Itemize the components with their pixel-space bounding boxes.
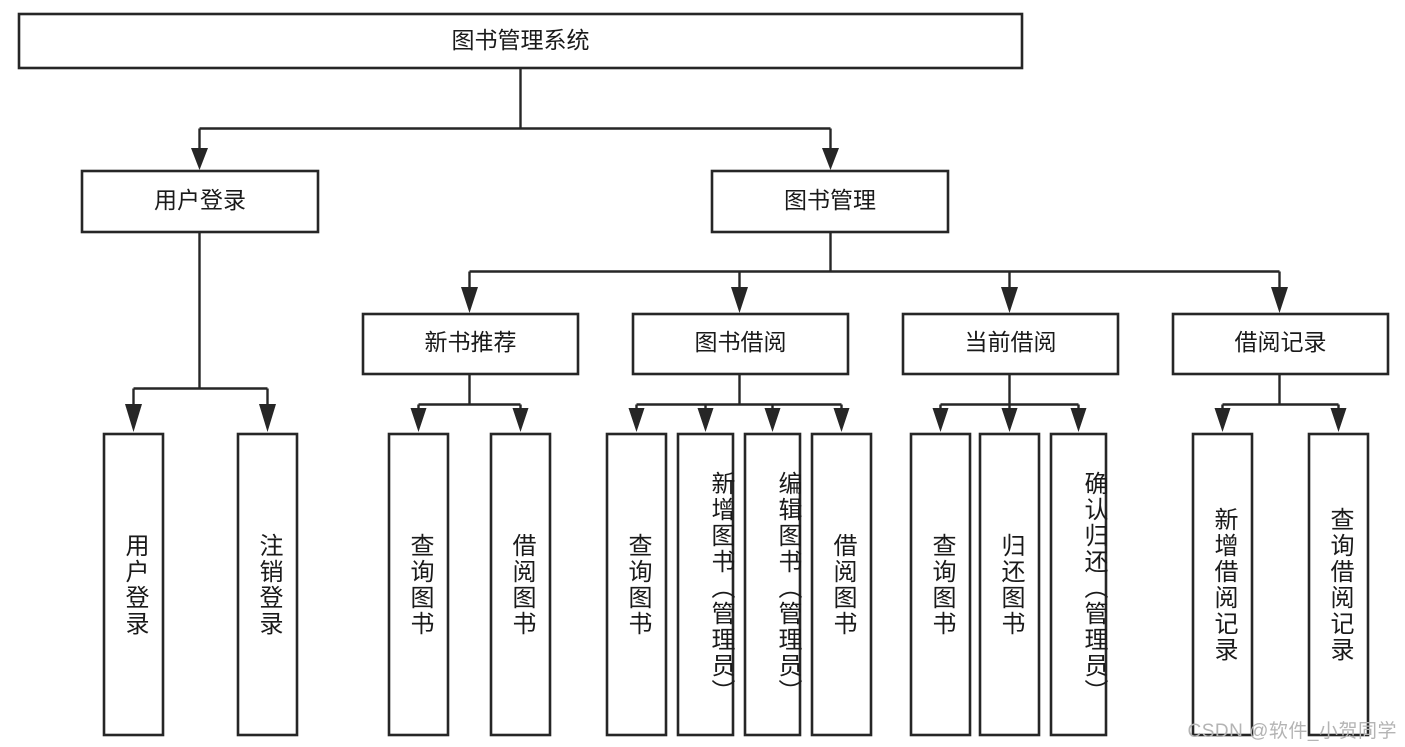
node-borrow-record-label: 借阅记录	[1235, 329, 1327, 355]
arrow-to-leaf-user-logout	[259, 404, 276, 432]
leaf-box-rec-query[interactable]	[387, 432, 450, 737]
node-current-borrow-box[interactable]	[901, 312, 1120, 376]
leaf-box-rec-add[interactable]	[1191, 432, 1254, 737]
leaf-box-borrow-query[interactable]	[605, 432, 668, 737]
node-borrow-record-box[interactable]	[1171, 312, 1390, 376]
arrow-to-leaf-borrow-edit	[764, 408, 781, 432]
arrow-to-leaf-user-login	[125, 404, 142, 432]
arrow-to-leaf-rec-borrow	[512, 408, 529, 432]
node-new-book-rec-label: 新书推荐	[425, 329, 517, 355]
node-borrow-record[interactable]: 借阅记录	[1171, 312, 1390, 376]
arrow-to-new-book-rec	[461, 287, 478, 313]
arrow-to-leaf-rec-query	[410, 408, 427, 432]
leaf-box-borrow-edit[interactable]	[743, 432, 802, 737]
arrow-to-leaf-borrow-query	[628, 408, 645, 432]
node-book-borrow[interactable]: 图书借阅	[631, 312, 850, 376]
node-current-borrow[interactable]: 当前借阅	[901, 312, 1120, 376]
arrow-to-leaf-cur-confirm	[1070, 408, 1087, 432]
leaf-node-group	[102, 432, 1370, 737]
arrow-to-leaf-borrow-lend	[833, 408, 850, 432]
leaf-box-borrow-add[interactable]	[676, 432, 735, 737]
arrow-to-book-borrow	[731, 287, 748, 313]
node-root-box[interactable]	[17, 12, 1024, 70]
arrow-to-leaf-cur-query	[932, 408, 949, 432]
csdn-watermark: CSDN @软件_小贺同学	[1187, 721, 1397, 742]
node-book-manage-box[interactable]	[710, 169, 950, 234]
arrow-to-leaf-borrow-add	[697, 408, 714, 432]
arrow-to-borrow-record	[1271, 287, 1288, 313]
arrow-root-to-user-login	[191, 148, 208, 170]
arrow-to-leaf-rec-search	[1330, 408, 1347, 432]
arrow-to-leaf-cur-return	[1001, 408, 1018, 432]
node-new-book-rec-box[interactable]	[361, 312, 580, 376]
leaf-box-cur-confirm[interactable]	[1049, 432, 1108, 737]
node-user-login[interactable]: 用户登录	[80, 169, 320, 234]
leaf-box-cur-query[interactable]	[909, 432, 972, 737]
leaf-box-user-logout[interactable]	[236, 432, 299, 737]
leaf-box-cur-return[interactable]	[978, 432, 1041, 737]
leaf-box-user-login[interactable]	[102, 432, 165, 737]
node-book-borrow-box[interactable]	[631, 312, 850, 376]
leaf-box-rec-borrow[interactable]	[489, 432, 552, 737]
connector-group	[125, 68, 1347, 432]
arrow-to-leaf-rec-add	[1214, 408, 1231, 432]
node-user-login-box[interactable]	[80, 169, 320, 234]
node-current-borrow-label: 当前借阅	[965, 329, 1057, 355]
node-book-manage-label: 图书管理	[784, 187, 876, 213]
leaf-box-rec-search[interactable]	[1307, 432, 1370, 737]
node-book-manage[interactable]: 图书管理	[710, 169, 950, 234]
arrow-to-current-borrow	[1001, 287, 1018, 313]
node-root-label: 图书管理系统	[452, 27, 590, 53]
node-root[interactable]: 图书管理系统	[17, 12, 1024, 70]
arrow-root-to-book-manage	[822, 148, 839, 170]
node-user-login-label: 用户登录	[154, 187, 246, 213]
leaf-box-borrow-lend[interactable]	[810, 432, 873, 737]
node-book-borrow-label: 图书借阅	[695, 329, 787, 355]
node-new-book-rec[interactable]: 新书推荐	[361, 312, 580, 376]
